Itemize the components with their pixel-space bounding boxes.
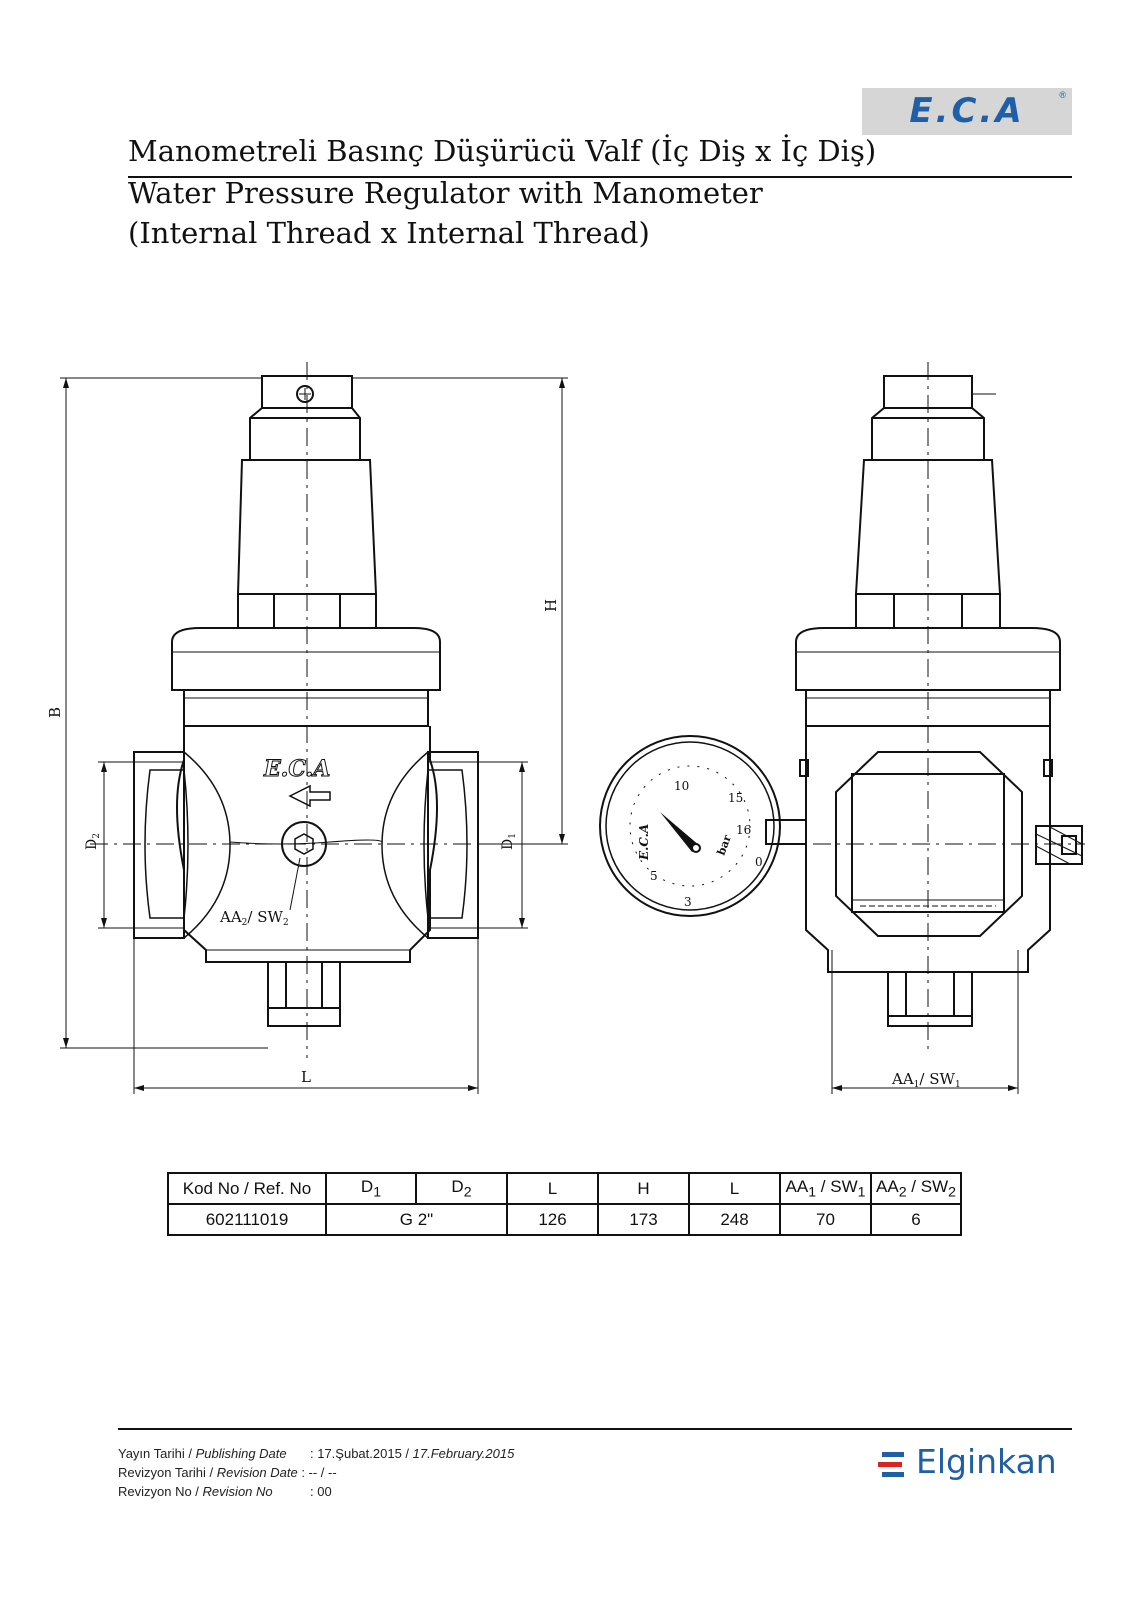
front-view: [60, 362, 568, 1094]
header-ref: Kod No / Ref. No: [167, 1172, 327, 1205]
gauge-tick-0: 0: [755, 855, 763, 869]
dim-label-l: L: [301, 1068, 311, 1086]
footer-divider: [118, 1428, 1072, 1430]
header-aa1-sw1: AA1 / SW1: [779, 1172, 872, 1205]
header-d1: D1: [325, 1172, 417, 1205]
title-turkish: Manometreli Basınç Düşürücü Valf (İç Diş…: [128, 134, 877, 168]
header-l1: L: [506, 1172, 599, 1205]
table-header-row: Kod No / Ref. No D1 D2 L H L AA1 / SW1 A…: [167, 1172, 962, 1205]
eca-logo: E.C.A ®: [862, 88, 1072, 135]
header-d2: D2: [415, 1172, 508, 1205]
technical-drawing: B H L D2 D1 AA2/ SW2 E.C.A: [46, 362, 1085, 1094]
dim-label-aa1-sw1: AA1/ SW1: [891, 1070, 961, 1090]
svg-text:D1: D1: [500, 833, 518, 850]
dim-label-d1: D1: [500, 833, 518, 850]
title-english-line1: Water Pressure Regulator with Manometer: [128, 176, 763, 210]
dim-label-h: H: [542, 599, 560, 612]
svg-text:D2: D2: [84, 833, 102, 850]
footer-revision-date: Revizyon Tarihi / Revision Date : -- / -…: [118, 1465, 337, 1480]
gauge-unit: bar: [715, 833, 734, 857]
gauge-brand: E.C.A: [637, 824, 651, 861]
header-l2: L: [688, 1172, 781, 1205]
elginkan-name: Elginkan: [916, 1442, 1057, 1481]
cell-aa1-sw1: 70: [779, 1203, 872, 1236]
dim-label-d2: D2: [84, 833, 102, 850]
footer-publish-date: Yayın Tarihi / Publishing Date: 17.Şubat…: [118, 1446, 515, 1461]
elginkan-mark-icon: [878, 1452, 904, 1477]
cell-aa2-sw2: 6: [870, 1203, 962, 1236]
footer-revision-no: Revizyon No / Revision No: 00: [118, 1484, 332, 1499]
body-logo-engraving: E.C.A: [263, 756, 330, 782]
header-aa2-sw2: AA2 / SW2: [870, 1172, 962, 1205]
header-h: H: [597, 1172, 690, 1205]
dim-label-aa2-sw2: AA2/ SW2: [219, 908, 289, 928]
cell-d: G 2": [325, 1203, 508, 1236]
gauge-tick-5: 5: [650, 869, 658, 883]
title-english-line2: (Internal Thread x Internal Thread): [128, 216, 650, 250]
dim-label-b: B: [46, 707, 64, 718]
cell-h: 173: [597, 1203, 690, 1236]
title-divider: [128, 176, 1072, 178]
spec-table: Kod No / Ref. No D1 D2 L H L AA1 / SW1 A…: [167, 1172, 962, 1236]
cell-l2: 248: [688, 1203, 781, 1236]
registered-mark: ®: [1059, 90, 1066, 100]
gauge-tick-15: 15: [728, 791, 743, 805]
table-row: 602111019 G 2" 126 173 248 70 6: [167, 1203, 962, 1236]
side-view: [599, 362, 1085, 1094]
gauge-tick-16: 16: [736, 823, 751, 837]
cell-ref: 602111019: [167, 1203, 327, 1236]
cell-l1: 126: [506, 1203, 599, 1236]
gauge-tick-3: 3: [684, 895, 692, 909]
gauge-tick-10: 10: [674, 779, 689, 793]
eca-logo-text: E.C.A: [909, 91, 1025, 131]
